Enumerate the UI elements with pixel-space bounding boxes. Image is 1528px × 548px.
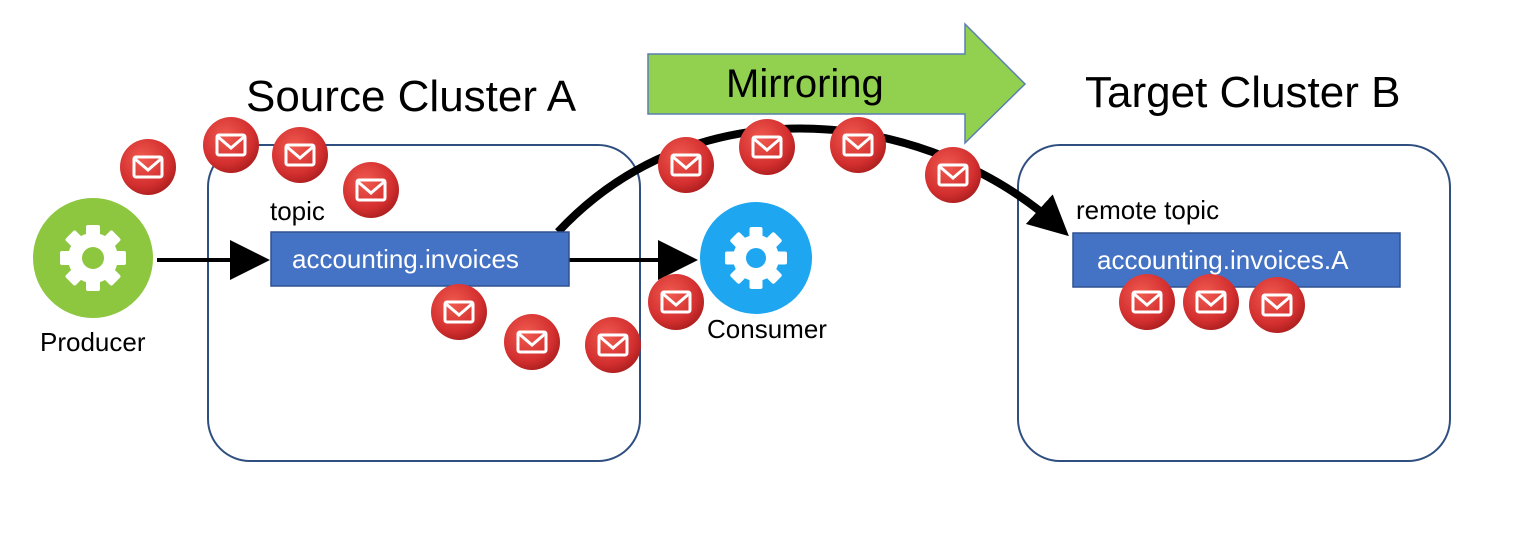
envelope-icon <box>830 117 886 173</box>
envelope-icon <box>1119 274 1175 330</box>
source-cluster-box <box>207 144 641 462</box>
envelope-icon <box>739 119 795 175</box>
envelope-icon <box>120 139 176 195</box>
envelope-icon <box>585 317 641 373</box>
consumer-label: Consumer <box>707 314 827 344</box>
envelope-icon <box>658 137 714 193</box>
envelope-icon <box>203 117 259 173</box>
source-topic-label: topic <box>270 196 325 226</box>
mirroring-label: Mirroring <box>726 62 884 106</box>
target-cluster-title: Target Cluster B <box>1085 68 1401 117</box>
envelope-icon <box>431 284 487 340</box>
producer-gear-icon <box>33 198 153 318</box>
target-topic-box <box>1072 232 1401 288</box>
source-cluster-title: Source Cluster A <box>246 72 577 121</box>
source-topic-name: accounting.invoices <box>292 244 519 274</box>
target-topic-label: remote topic <box>1076 195 1220 225</box>
envelope-icon <box>1249 277 1305 333</box>
target-topic-name: accounting.invoices.A <box>1097 245 1349 275</box>
target-cluster-box <box>1017 144 1451 462</box>
envelope-icon <box>1183 274 1239 330</box>
message-icons <box>120 117 1305 373</box>
envelope-icon <box>925 147 981 203</box>
envelope-icon <box>648 274 704 330</box>
envelope-icon <box>343 162 399 218</box>
consumer-gear-icon <box>700 202 812 314</box>
envelope-icon <box>272 127 328 183</box>
producer-label: Producer <box>40 327 146 357</box>
mirror-flow-arrow <box>555 124 1069 237</box>
mirroring-arrow <box>647 22 1027 145</box>
source-topic-box <box>270 231 570 287</box>
envelope-icon <box>504 314 560 370</box>
